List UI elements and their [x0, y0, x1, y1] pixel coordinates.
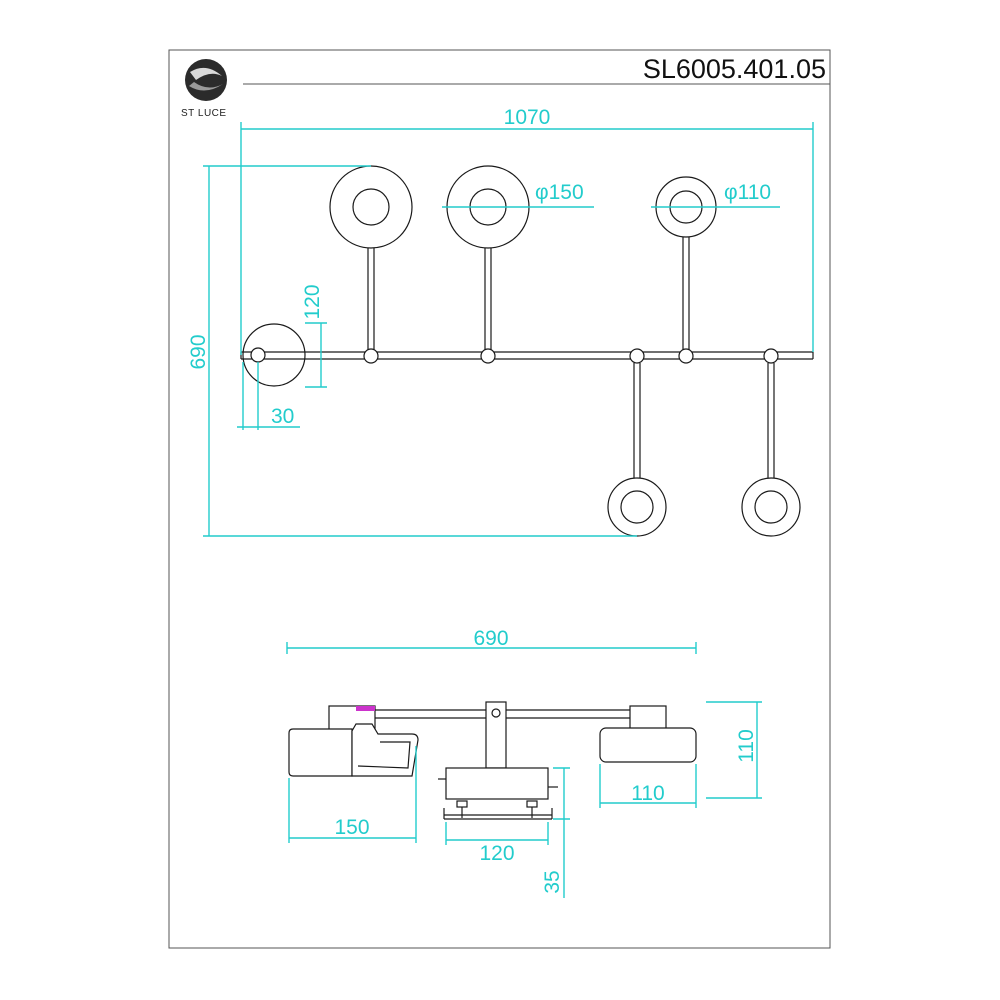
right-lamp-disc: [599, 705, 697, 763]
arm-up-2: [446, 165, 530, 364]
dimension-label-690-vertical: 690: [187, 334, 210, 369]
dimension-label-120-mount: 120: [479, 842, 514, 865]
dimension-height-690: 690: [187, 165, 637, 537]
dimension-label-110-width: 110: [631, 782, 664, 805]
dimension-label-35: 35: [541, 870, 564, 893]
screw-icon: [456, 800, 468, 818]
main-bar: [240, 351, 814, 360]
dimension-stem-120: 120: [301, 284, 327, 388]
accent-marker: [356, 706, 375, 711]
ceiling-mount: [438, 701, 558, 820]
dimension-disc-width-110: 110: [599, 764, 697, 808]
brand-name: ST LUCE: [181, 108, 227, 119]
dimension-label-690-side: 690: [473, 627, 508, 650]
dimension-bar-30: 30: [237, 362, 300, 430]
dimension-mount-35: 35: [541, 767, 570, 898]
left-lamp-head: [288, 705, 419, 777]
dimension-diameter-150: φ150: [442, 181, 594, 208]
dimension-label-30: 30: [271, 405, 294, 428]
dimension-width-1070: 1070: [240, 106, 814, 355]
st-luce-logo-icon: [185, 59, 227, 101]
dimension-mount-120: 120: [445, 822, 549, 865]
arm-up-1: [329, 165, 413, 364]
dimension-label-120-stem: 120: [301, 284, 324, 319]
left-end-disc: [242, 323, 306, 387]
arm-down-2: [741, 348, 801, 537]
screw-icon: [526, 800, 538, 818]
arm-down-1: [607, 348, 667, 537]
dimension-disc-height-110: 110: [706, 701, 762, 799]
dimension-label-150: 150: [334, 816, 369, 839]
dimension-diameter-110: φ110: [651, 181, 780, 208]
top-view: 1070 690 φ150 φ110 120: [187, 106, 814, 537]
model-code: SL6005.401.05: [643, 54, 826, 84]
dimension-label-phi110: φ110: [724, 181, 771, 204]
dimension-label-1070: 1070: [504, 106, 551, 129]
arm-up-3: [655, 176, 717, 364]
dimension-label-phi150: φ150: [535, 181, 584, 204]
drawing-frame: [168, 49, 831, 949]
dimension-lamp-150: 150: [288, 746, 417, 843]
side-view: 690: [286, 627, 762, 898]
dimension-side-width-690: 690: [286, 627, 697, 654]
title-block: ST LUCE SL6005.401.05: [181, 54, 830, 119]
dimension-label-110-height: 110: [735, 729, 758, 762]
